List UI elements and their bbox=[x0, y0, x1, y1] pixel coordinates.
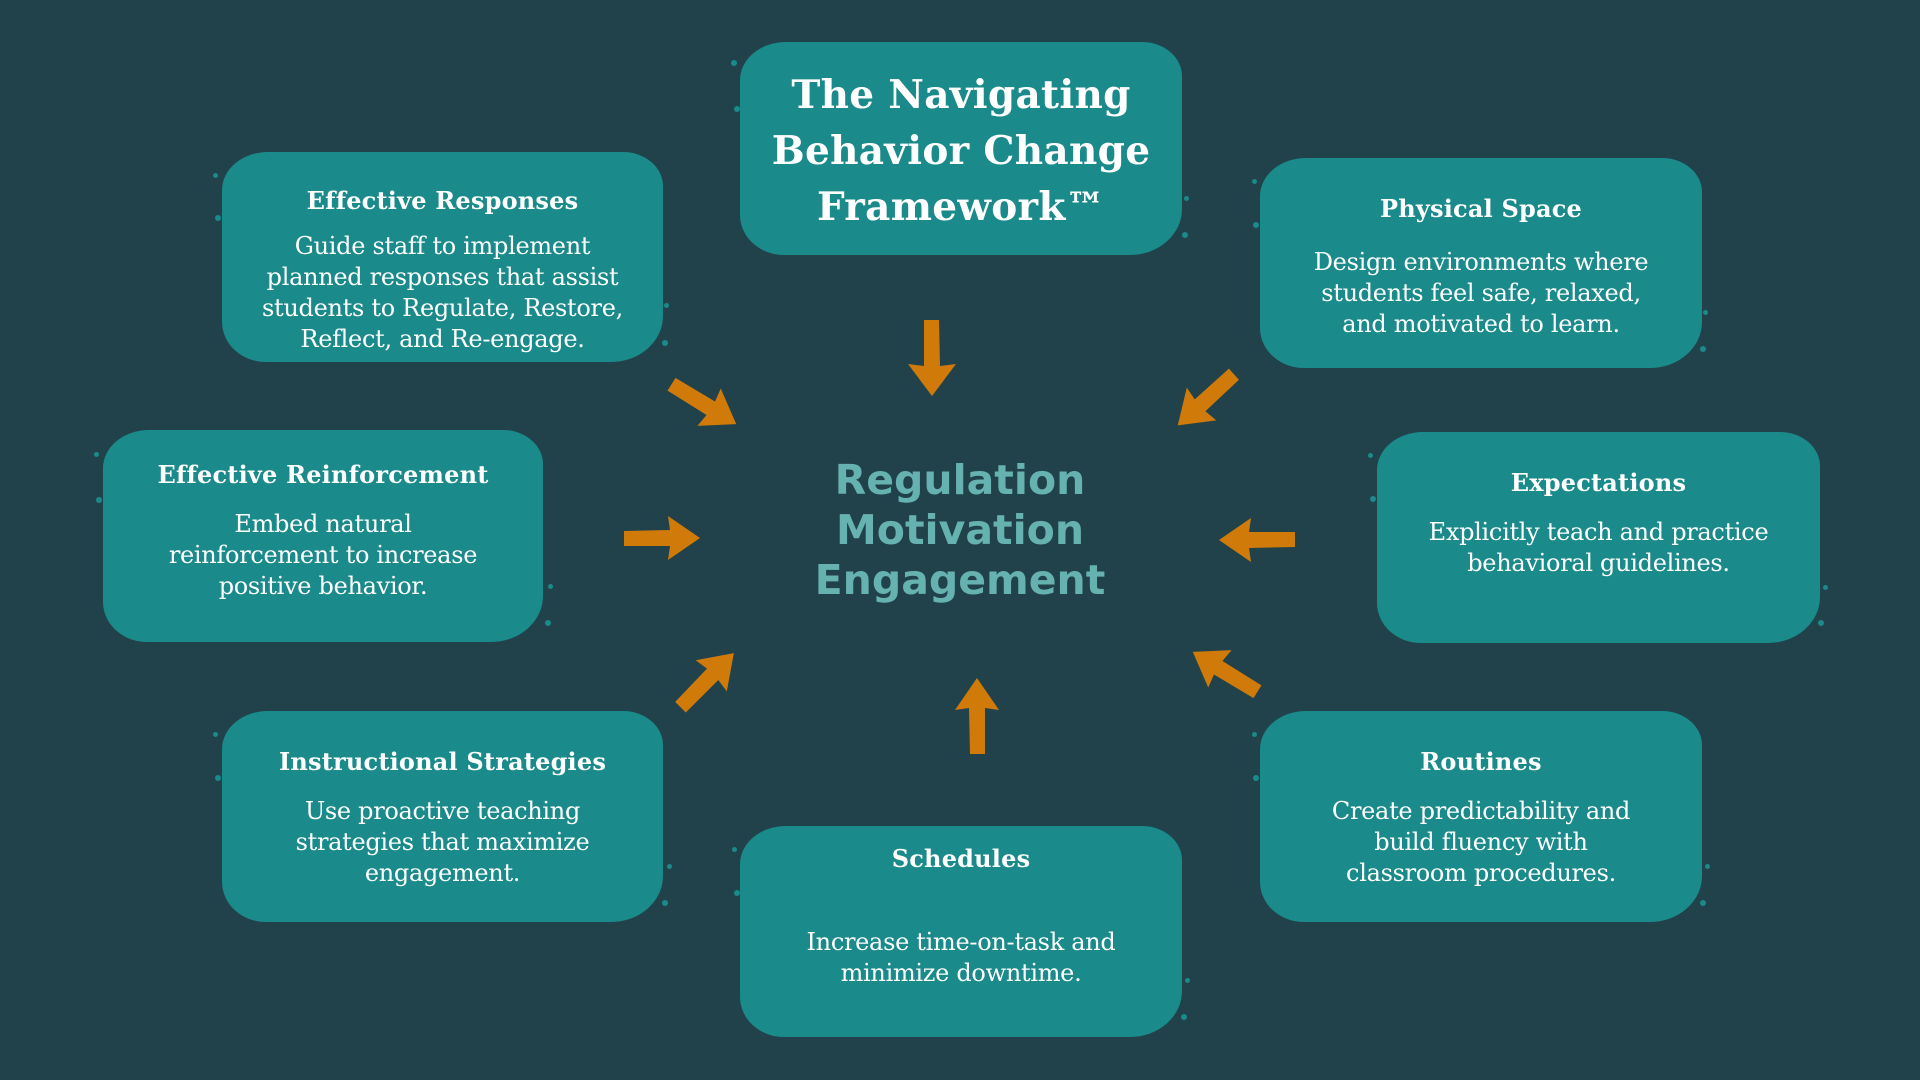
speckle-dot bbox=[1182, 232, 1188, 238]
speckle-dot bbox=[1823, 585, 1828, 590]
description-line: build fluency with bbox=[1374, 828, 1588, 856]
speckle-dot bbox=[662, 900, 668, 906]
card-title: Expectations bbox=[1510, 468, 1687, 497]
arrow-down-icon bbox=[908, 320, 956, 396]
arrow-up-icon bbox=[955, 678, 999, 754]
description-line: positive behavior. bbox=[218, 572, 428, 600]
speckle-dot bbox=[667, 864, 672, 869]
card-description: Guide staff to implement planned respons… bbox=[262, 231, 623, 355]
speckle-dot bbox=[213, 173, 218, 178]
description-line: engagement. bbox=[364, 859, 521, 887]
speckle-dot bbox=[1368, 453, 1373, 458]
card-title: Physical Space bbox=[1379, 194, 1583, 223]
speckle-dot bbox=[664, 303, 669, 308]
card-description: Explicitly teach and practice behavioral… bbox=[1429, 517, 1769, 579]
description-line: behavioral guidelines. bbox=[1467, 549, 1730, 577]
card-description: Embed natural reinforcement to increase … bbox=[168, 509, 478, 602]
title-line: Behavior Change bbox=[771, 127, 1151, 174]
speckle-dot bbox=[96, 497, 102, 503]
card-routines: Routines Create predictability and build… bbox=[1260, 711, 1702, 922]
description-line: strategies that maximize bbox=[295, 828, 590, 856]
description-line: and motivated to learn. bbox=[1342, 310, 1620, 338]
speckle-dot bbox=[662, 340, 668, 346]
speckle-dot bbox=[1705, 864, 1710, 869]
description-line: Guide staff to implement bbox=[294, 232, 591, 260]
description-line: Explicitly teach and practice bbox=[1428, 518, 1769, 546]
card-description: Increase time-on-task and minimize downt… bbox=[807, 927, 1116, 989]
description-line: students to Regulate, Restore, bbox=[262, 294, 623, 322]
arrow-down-right-icon bbox=[667, 377, 737, 426]
arrow-right-icon bbox=[624, 516, 700, 560]
card-expectations: Expectations Explicitly teach and practi… bbox=[1377, 432, 1820, 643]
framework-title: The Navigating Behavior Change Framework… bbox=[772, 67, 1151, 235]
title-line: The Navigating bbox=[791, 71, 1131, 118]
description-line: Design environments where bbox=[1313, 248, 1649, 276]
speckle-dot bbox=[731, 60, 737, 66]
card-schedules: Schedules Increase time-on-task and mini… bbox=[740, 826, 1182, 1037]
description-line: Increase time-on-task and bbox=[806, 928, 1116, 956]
speckle-dot bbox=[734, 890, 740, 896]
speckle-dot bbox=[1252, 732, 1257, 737]
speckle-dot bbox=[213, 732, 218, 737]
speckle-dot bbox=[1253, 222, 1259, 228]
center-line-motivation: Motivation bbox=[835, 506, 1085, 554]
card-title: Instructional Strategies bbox=[278, 747, 607, 776]
speckle-dot bbox=[734, 106, 740, 112]
framework-title-card: The Navigating Behavior Change Framework… bbox=[740, 42, 1182, 255]
card-description: Use proactive teaching strategies that m… bbox=[296, 796, 590, 889]
arrow-down-left-icon bbox=[1177, 368, 1239, 426]
description-line: minimize downtime. bbox=[840, 959, 1082, 987]
speckle-dot bbox=[1184, 196, 1189, 201]
card-effective-reinforcement: Effective Reinforcement Embed natural re… bbox=[103, 430, 543, 642]
card-description: Create predictability and build fluency … bbox=[1332, 796, 1630, 889]
description-line: Reflect, and Re-engage. bbox=[300, 325, 585, 353]
arrow-up-left-icon bbox=[1192, 650, 1262, 699]
card-title: Schedules bbox=[891, 844, 1031, 873]
center-line-engagement: Engagement bbox=[814, 556, 1106, 604]
speckle-dot bbox=[1185, 978, 1190, 983]
card-physical-space: Physical Space Design environments where… bbox=[1260, 158, 1702, 368]
speckle-dot bbox=[1181, 1014, 1187, 1020]
description-line: planned responses that assist bbox=[266, 263, 619, 291]
title-line: Framework™ bbox=[816, 183, 1106, 230]
arrow-up-right-icon bbox=[675, 653, 734, 713]
description-line: Embed natural bbox=[234, 510, 412, 538]
speckle-dot bbox=[548, 584, 553, 589]
card-effective-responses: Effective Responses Guide staff to imple… bbox=[222, 152, 663, 362]
card-instructional-strategies: Instructional Strategies Use proactive t… bbox=[222, 711, 663, 922]
speckle-dot bbox=[215, 775, 221, 781]
card-title: Effective Responses bbox=[306, 186, 579, 215]
speckle-dot bbox=[94, 452, 99, 457]
card-title: Routines bbox=[1420, 747, 1542, 776]
speckle-dot bbox=[215, 215, 221, 221]
card-title: Effective Reinforcement bbox=[157, 460, 489, 489]
speckle-dot bbox=[1703, 310, 1708, 315]
card-description: Design environments where students feel … bbox=[1314, 247, 1649, 340]
speckle-dot bbox=[1700, 900, 1706, 906]
description-line: classroom procedures. bbox=[1346, 859, 1616, 887]
arrow-left-icon bbox=[1219, 518, 1295, 562]
description-line: reinforcement to increase bbox=[168, 541, 478, 569]
speckle-dot bbox=[1252, 179, 1257, 184]
center-outcomes: Regulation Motivation Engagement bbox=[760, 455, 1160, 605]
speckle-dot bbox=[545, 620, 551, 626]
center-line-regulation: Regulation bbox=[834, 456, 1086, 504]
speckle-dot bbox=[1370, 496, 1376, 502]
description-line: Use proactive teaching bbox=[304, 797, 581, 825]
speckle-dot bbox=[1253, 775, 1259, 781]
speckle-dot bbox=[732, 847, 737, 852]
description-line: Create predictability and bbox=[1331, 797, 1631, 825]
speckle-dot bbox=[1700, 346, 1706, 352]
speckle-dot bbox=[1818, 620, 1824, 626]
description-line: students feel safe, relaxed, bbox=[1321, 279, 1641, 307]
